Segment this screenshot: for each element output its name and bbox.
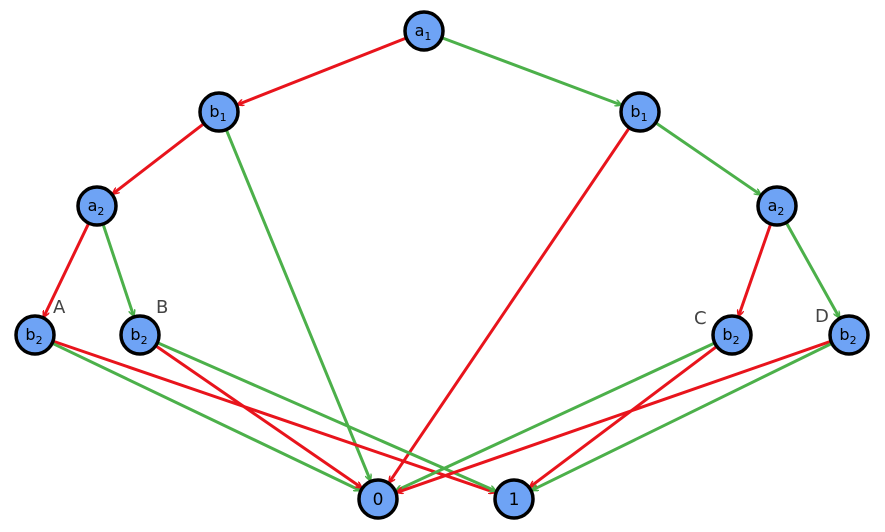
edge-one-b2_C-to-t0 [396, 340, 719, 493]
node-label: b2 [722, 325, 739, 347]
edge-one-b2_B-to-t1 [154, 340, 496, 493]
node-circle [198, 91, 240, 133]
node-circle [828, 314, 870, 356]
node-tag-C: C [694, 308, 707, 329]
node-variable: b [722, 325, 732, 344]
terminal-label: 1 [509, 490, 520, 510]
edge-one-b2_D-to-t1 [532, 340, 836, 492]
node-b2_A: b2 A [14, 297, 66, 356]
node-circle [756, 185, 798, 227]
node-variable: b [25, 325, 35, 344]
node-subscript: 2 [733, 334, 740, 347]
edge-one-a2_right-to-b2_D [783, 219, 841, 318]
node-subscript: 1 [641, 111, 648, 124]
node-label: a2 [88, 196, 105, 218]
node-variable: b [130, 325, 140, 344]
edge-zero-a2_left-to-b2_A [42, 219, 92, 317]
terminal-node-1: 1 [493, 478, 535, 520]
edge-zero-b2_C-to-t1 [530, 343, 720, 489]
node-b1_left: b1 [198, 91, 240, 133]
node-label: b2 [130, 325, 147, 347]
node-circle [403, 10, 445, 52]
node-subscript: 2 [777, 205, 784, 218]
node-label: b1 [209, 102, 226, 124]
edge-one-a2_left-to-b2_B [100, 220, 133, 316]
node-variable: b [839, 325, 849, 344]
edge-zero-b2_D-to-t0 [397, 339, 835, 493]
node-label: a1 [415, 21, 432, 43]
node-variable: a [768, 196, 778, 215]
node-tag-A: A [53, 297, 66, 318]
node-a1_root: a1 [403, 10, 445, 52]
edge-zero-a1_root-to-b1_left [238, 35, 410, 104]
node-label: b1 [630, 102, 647, 124]
edge-zero-b1_right-to-t0 [387, 124, 632, 482]
node-variable: a [415, 21, 425, 40]
node-subscript: 2 [97, 205, 104, 218]
node-subscript: 2 [850, 334, 857, 347]
node-b2_D: b2 D [815, 306, 870, 356]
terminal-node-0: 0 [357, 478, 399, 520]
node-label: a2 [768, 196, 785, 218]
node-subscript: 1 [424, 30, 431, 43]
edge-zero-a2_right-to-b2_C [739, 220, 773, 316]
edge-zero-b2_B-to-t0 [152, 343, 362, 490]
node-circle [14, 314, 56, 356]
node-circle [119, 314, 161, 356]
node-b1_right: b1 [619, 91, 661, 133]
node-a2_left: a2 [76, 185, 118, 227]
node-circle [76, 185, 118, 227]
edge-one-a1_root-to-b1_right [438, 35, 621, 105]
node-circle [619, 91, 661, 133]
node-a2_right: a2 [756, 185, 798, 227]
terminal-circle [493, 478, 535, 520]
edge-zero-b2_A-to-t1 [49, 339, 495, 493]
node-b2_C: b2 C [694, 308, 753, 356]
edge-one-b1_left-to-t0 [223, 126, 370, 481]
node-tag-B: B [156, 297, 168, 318]
node-subscript: 2 [36, 334, 43, 347]
edge-one-b2_A-to-t0 [48, 340, 360, 492]
node-variable: b [630, 102, 640, 121]
terminal-label: 0 [373, 490, 384, 510]
node-label: b2 [25, 325, 42, 347]
edge-zero-b1_left-to-a2_left [113, 120, 208, 196]
node-variable: b [209, 102, 219, 121]
node-tag-D: D [815, 306, 829, 327]
node-label: b2 [839, 325, 856, 347]
edges-layer [42, 35, 841, 493]
node-subscript: 1 [220, 111, 227, 124]
terminal-circle [357, 478, 399, 520]
node-subscript: 2 [141, 334, 148, 347]
node-circle [711, 314, 753, 356]
edge-one-b1_right-to-a2_right [652, 120, 760, 197]
node-b2_B: b2 B [119, 297, 168, 356]
node-variable: a [88, 196, 98, 215]
